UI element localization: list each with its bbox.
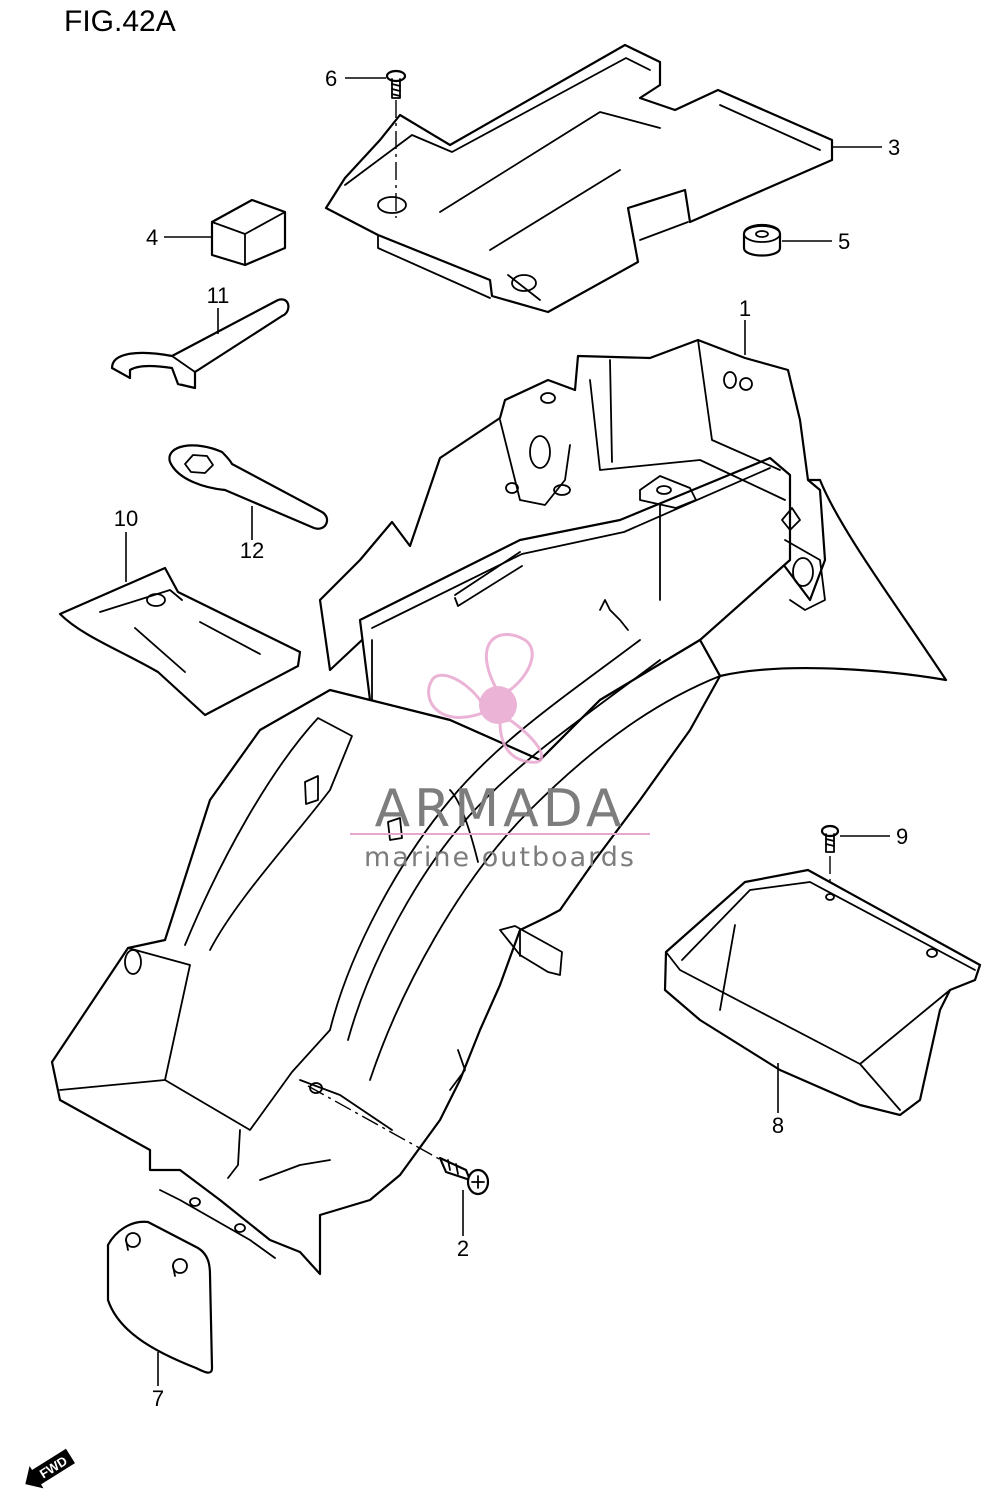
part-7-flap (106, 1220, 214, 1374)
part-8-tray (663, 868, 982, 1117)
part-10-bag (58, 566, 302, 717)
part-3-cover (324, 43, 834, 314)
part-2-bolt (438, 1156, 490, 1196)
propeller-blade (484, 633, 534, 692)
callout-8: 8 (772, 1113, 784, 1138)
callout-11: 11 (207, 283, 230, 308)
watermark-brand: ARMADA (375, 779, 626, 839)
part-1-rear-fender (50, 338, 948, 1276)
part-5-cushion (742, 223, 782, 257)
propeller-blade (427, 673, 487, 719)
callout-5: 5 (838, 229, 850, 254)
callout-2: 2 (457, 1236, 469, 1261)
callout-9: 9 (896, 824, 908, 849)
callout-6: 6 (325, 66, 337, 91)
watermark-tagline: marine outboards (364, 842, 636, 873)
part-9-screw (820, 824, 840, 853)
callout-7: 7 (152, 1386, 164, 1411)
figure-title: FIG.42A (64, 5, 176, 38)
propeller-blade (498, 718, 544, 764)
callout-10: 10 (114, 506, 138, 531)
part-6-screw (385, 69, 407, 99)
callout-3: 3 (888, 135, 900, 160)
watermark: ARMADA marine outboards (350, 633, 650, 873)
part-12-wrench (168, 444, 329, 530)
fwd-badge: FWD (25, 1448, 75, 1489)
callout-4: 4 (146, 225, 158, 250)
callout-1: 1 (739, 296, 751, 321)
bolt-2-axis (307, 1085, 451, 1166)
part-11-handle (110, 298, 290, 390)
part-4-block (210, 198, 287, 267)
leader-lines (125, 77, 890, 1386)
propeller-logo-icon (427, 633, 544, 764)
propeller-hub (479, 686, 517, 724)
callout-12: 12 (240, 538, 264, 563)
arrow-left-icon (25, 1448, 75, 1489)
